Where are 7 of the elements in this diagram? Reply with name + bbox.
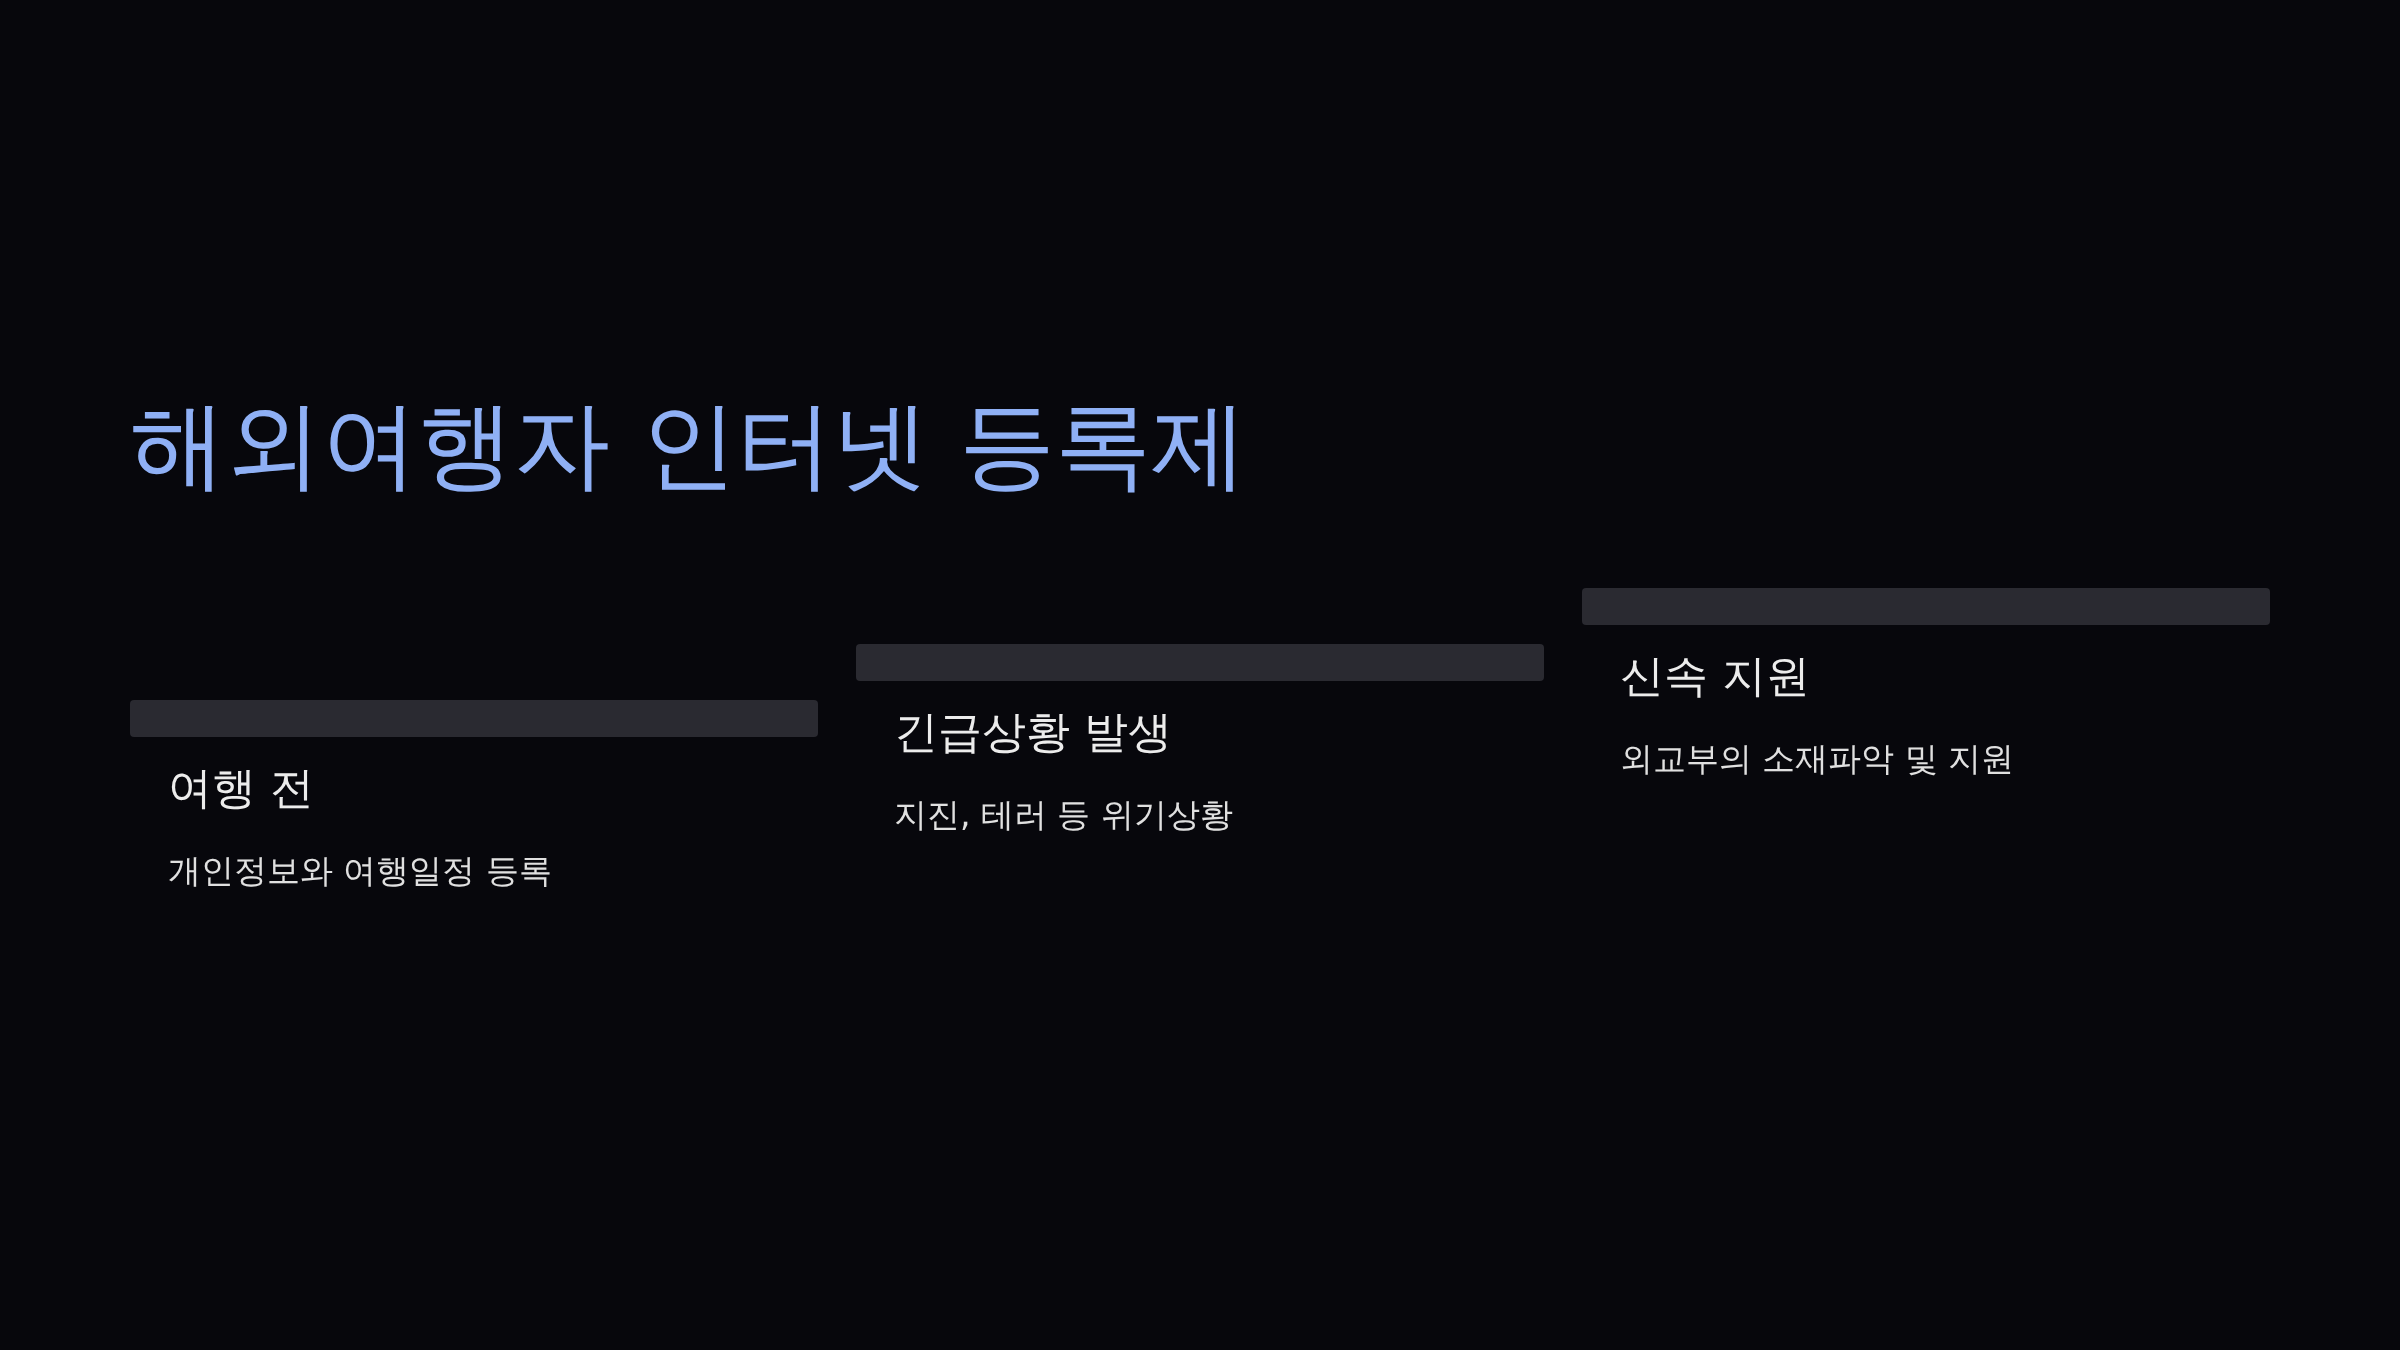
step-description: 지진, 테러 등 위기상황 xyxy=(894,795,1233,835)
title: 해외여행자 인터넷 등록제 xyxy=(130,388,1248,503)
step-description: 개인정보와 여행일정 등록 xyxy=(168,851,552,891)
step-description: 외교부의 소재파악 및 지원 xyxy=(1620,739,2015,779)
step-heading: 긴급상황 발생 xyxy=(894,706,1172,759)
step-heading: 여행 전 xyxy=(168,762,314,815)
step-heading: 신속 지원 xyxy=(1620,650,1810,703)
